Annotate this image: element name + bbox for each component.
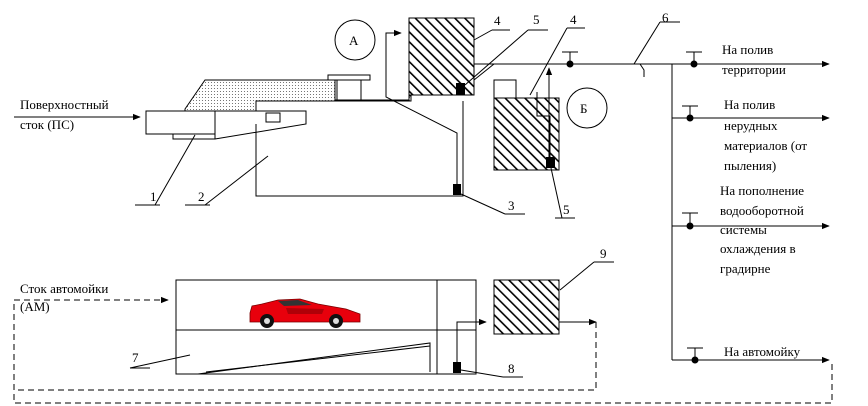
callout-1: 1 xyxy=(150,189,157,204)
output-materials-label-2: нерудных xyxy=(724,118,778,133)
filter-block-9 xyxy=(493,279,560,335)
pump-8 xyxy=(453,362,461,373)
pipe-to-filter-b xyxy=(620,63,645,77)
surface-runoff-label-1: Поверхностный xyxy=(20,97,109,112)
output-cooling-label-1: На пополнение xyxy=(720,183,804,198)
callout-4-a: 4 xyxy=(494,13,501,28)
output-cooling-label-5: градирне xyxy=(720,261,771,276)
callout-4-b: 4 xyxy=(570,12,577,27)
carwash-runoff-label-2: (АМ) xyxy=(20,299,50,314)
output-territory-label-2: территории xyxy=(722,62,786,77)
node-a-circle xyxy=(334,19,376,61)
pump-8-discharge-pipe xyxy=(456,318,487,362)
surface-runoff-label-2: сток (ПС) xyxy=(20,117,74,132)
callout-leader xyxy=(550,167,563,219)
output-carwash-label: На автомойку xyxy=(724,344,801,359)
output-materials-label-4: пыления) xyxy=(724,158,776,173)
ground-surface xyxy=(184,79,412,112)
callout-5-b: 5 xyxy=(563,202,570,217)
output-territory-label-1: На полив xyxy=(722,42,773,57)
output-materials-label-3: материалов (от xyxy=(724,138,807,153)
callout-7: 7 xyxy=(132,350,139,365)
carwash-tank xyxy=(175,279,477,375)
callout-8: 8 xyxy=(508,361,515,376)
inlet-grate xyxy=(265,112,281,123)
pump-5-b-riser xyxy=(536,92,551,157)
callout-leader xyxy=(204,155,269,206)
pump-3-discharge-pipe xyxy=(385,29,458,184)
callout-3: 3 xyxy=(508,198,515,213)
callout-leader xyxy=(129,354,191,369)
callout-2: 2 xyxy=(198,189,205,204)
callout-9: 9 xyxy=(600,246,607,261)
pump-3 xyxy=(453,184,461,195)
output-cooling-label-3: системы xyxy=(720,222,767,237)
output-cooling-label-2: водооборотной xyxy=(720,203,804,218)
callout-leader xyxy=(460,369,504,378)
carwash-ramp-edge xyxy=(205,345,431,373)
node-a-label: А xyxy=(349,33,359,48)
carwash-recirculation-loop xyxy=(13,300,597,391)
callout-leader xyxy=(460,193,506,215)
callout-leader xyxy=(154,134,196,206)
manhole-hatch xyxy=(327,74,371,81)
branch-to-filter-b xyxy=(473,63,495,81)
manhole-neck xyxy=(336,79,362,101)
callout-6: 6 xyxy=(662,10,669,25)
filter-b-neck xyxy=(493,79,517,99)
callout-leader xyxy=(464,29,529,86)
output-cooling-label-4: охлаждения в xyxy=(720,241,796,256)
inlet-trough xyxy=(145,110,307,140)
pump-5-b xyxy=(546,157,555,168)
filter-block-a xyxy=(408,17,475,96)
callout-leader xyxy=(473,29,493,41)
car-icon xyxy=(249,298,361,328)
callout-5-a: 5 xyxy=(533,12,540,27)
pump-5-a xyxy=(456,83,465,95)
carwash-return-loop xyxy=(13,364,833,404)
node-b-label: Б xyxy=(580,101,587,116)
callout-leader xyxy=(559,261,595,291)
node-b-circle xyxy=(566,87,608,129)
settling-tank xyxy=(255,101,464,197)
callout-leader xyxy=(529,27,568,96)
carwash-runoff-label-1: Сток автомойки xyxy=(20,281,108,296)
callout-leader xyxy=(633,21,661,65)
output-materials-label-1: На полив xyxy=(724,97,775,112)
